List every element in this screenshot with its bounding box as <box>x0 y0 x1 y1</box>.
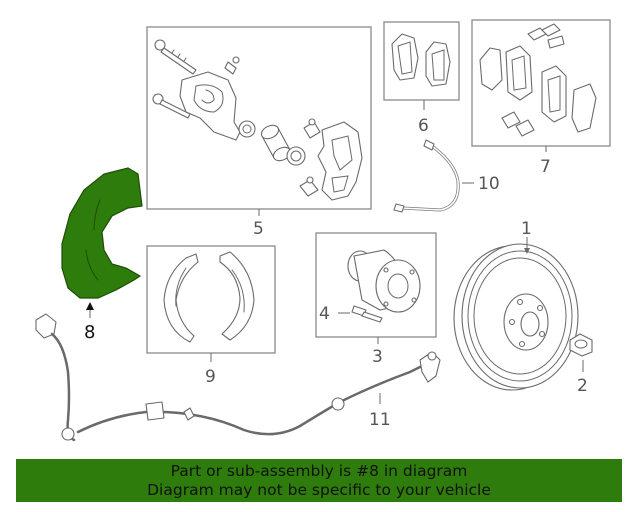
piston-seal <box>286 146 306 166</box>
brake-pad-right <box>425 41 451 87</box>
callout-8: 8 <box>84 322 95 343</box>
hardware-group-frame <box>471 19 611 147</box>
parts-diagram: 5 6 7 10 <box>35 19 611 442</box>
callout-9: 9 <box>205 367 216 387</box>
banner-line-part-number: Part or sub-assembly is #8 in diagram <box>170 462 468 480</box>
banner-line-disclaimer: Diagram may not be specific to your vehi… <box>147 481 491 499</box>
guide-pin-boot-lower <box>299 176 319 197</box>
callout-10: 10 <box>478 174 500 194</box>
lug-nut: 2 <box>569 333 593 396</box>
callout-11: 11 <box>369 410 391 430</box>
info-banner: Part or sub-assembly is #8 in diagram Di… <box>16 459 622 502</box>
hub-bearing-group: 4 3 <box>315 232 437 367</box>
anti-rattle-clips <box>527 23 565 49</box>
dust-seal-ring <box>238 120 256 138</box>
brake-hose: 10 <box>393 139 500 213</box>
pad-hardware-group: 7 <box>471 19 611 177</box>
callout-1: 1 <box>521 219 532 239</box>
pad-wear-indicators <box>501 111 535 137</box>
callout-4: 4 <box>319 304 330 324</box>
brake-shoe-right <box>219 251 255 341</box>
abs-sensor-harness: 11 <box>35 313 441 442</box>
hub-bearing-assembly <box>347 249 421 313</box>
brake-shoe-group: 9 <box>146 245 276 387</box>
caliper-piston <box>260 124 292 162</box>
dust-shield <box>61 167 143 299</box>
pad-group-frame <box>383 21 460 101</box>
callout-5: 5 <box>253 219 264 239</box>
hub-group-frame <box>315 232 437 338</box>
caliper-assembly-group: 5 <box>146 26 372 239</box>
hub-bolt <box>351 305 383 323</box>
pad-shim-right <box>571 83 597 133</box>
brake-shoe-left <box>163 253 199 343</box>
pad-shim-left <box>479 47 503 91</box>
pad-set-center <box>505 45 533 101</box>
caliper-body <box>179 71 241 141</box>
pad-set-right <box>541 65 567 123</box>
caliper-bracket <box>317 121 363 201</box>
bleeder-screw <box>224 56 240 75</box>
guide-pin-boot-upper <box>303 118 321 139</box>
caliper-bolt-upper <box>154 39 197 75</box>
callout-6: 6 <box>418 116 429 136</box>
brake-pad-group: 6 <box>383 21 460 136</box>
callout-7: 7 <box>540 157 551 177</box>
caliper-bolt-lower <box>152 93 191 119</box>
abs-connector <box>35 313 57 339</box>
dust-shield-highlighted: 8 <box>61 167 143 343</box>
brake-rotor: 1 <box>453 219 579 391</box>
callout-2: 2 <box>577 376 588 396</box>
callout-3: 3 <box>372 347 383 367</box>
